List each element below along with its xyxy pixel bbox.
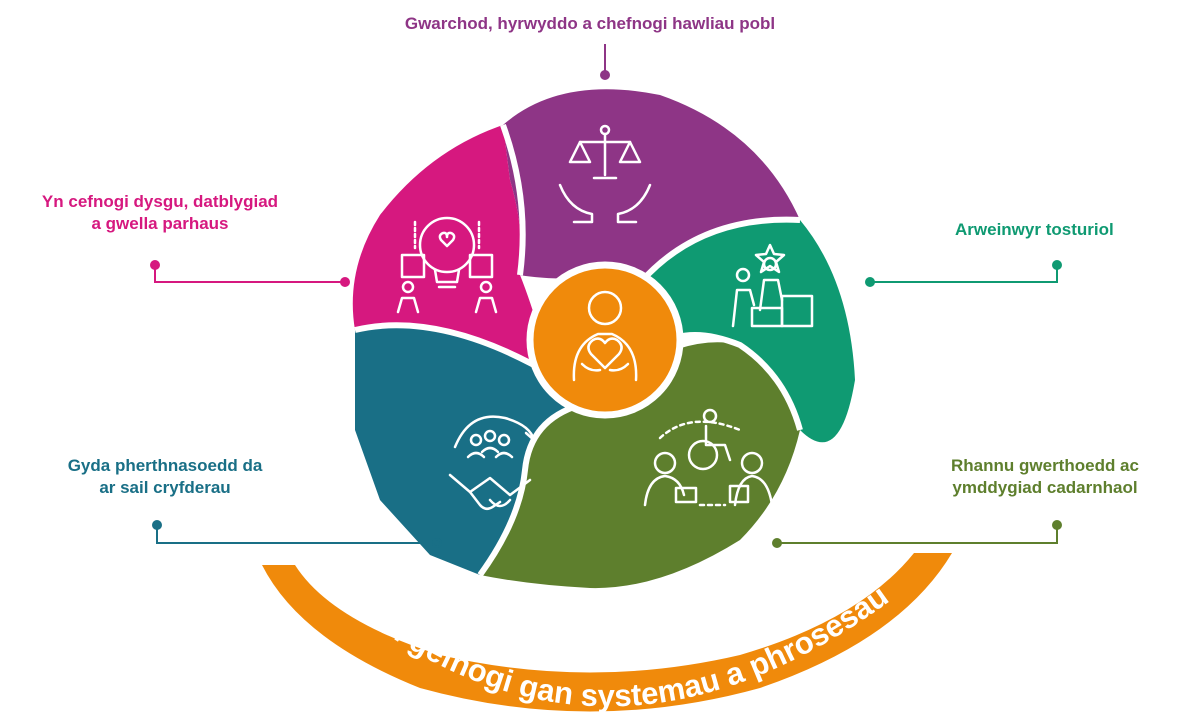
label-compassionate-leaders-text: Arweinwyr tosturiol <box>955 220 1114 239</box>
person-heart-icon <box>572 290 638 382</box>
segment-olive <box>480 342 800 589</box>
segment-magenta <box>352 125 552 375</box>
inclusive-group-icon <box>643 408 774 507</box>
svg-text:Wedi’i gefnogi gan systemau a: Wedi’i gefnogi gan systemau a phrosesau <box>322 567 894 713</box>
center-circle <box>526 261 684 419</box>
handshake-team-icon <box>448 415 540 510</box>
label-relationships: Gyda pherthnasoedd da ar sail cryfderau <box>30 455 300 499</box>
banner-text: Wedi’i gefnogi gan systemau a phrosesau <box>322 567 894 713</box>
label-rights-text: Gwarchod, hyrwyddo a chefnogi hawliau po… <box>404 14 776 33</box>
label-values: Rhannu gwerthoedd ac ymddygiad cadarnhao… <box>915 455 1175 499</box>
label-compassionate-leaders: Arweinwyr tosturiol <box>955 219 1114 241</box>
connector-bottom-left <box>152 520 442 548</box>
connector-top <box>600 44 610 80</box>
steps-star-icon <box>731 243 814 328</box>
label-learning-line2: a gwella parhaus <box>91 214 229 233</box>
label-values-line1: Rhannu gwerthoedd ac <box>951 456 1139 475</box>
lightbulb-puzzle-icon <box>396 216 498 314</box>
label-relationships-line1: Gyda pherthnasoedd da <box>67 456 263 475</box>
label-learning: Yn cefnogi dysgu, datblygiad a gwella pa… <box>10 191 310 235</box>
label-rights: Gwarchod, hyrwyddo a chefnogi hawliau po… <box>0 13 1180 35</box>
segment-purple <box>503 89 800 284</box>
segment-teal <box>355 325 580 575</box>
pinwheel <box>352 89 855 589</box>
connector-right <box>865 260 1062 287</box>
label-learning-line1: Yn cefnogi dysgu, datblygiad <box>41 192 279 211</box>
label-relationships-line2: ar sail cryfderau <box>99 478 231 497</box>
connector-bottom-right <box>772 520 1062 548</box>
scales-hands-icon <box>558 124 652 224</box>
label-values-line2: ymddygiad cadarnhaol <box>952 478 1138 497</box>
connector-top-left <box>150 260 350 287</box>
segment-green <box>640 219 855 443</box>
